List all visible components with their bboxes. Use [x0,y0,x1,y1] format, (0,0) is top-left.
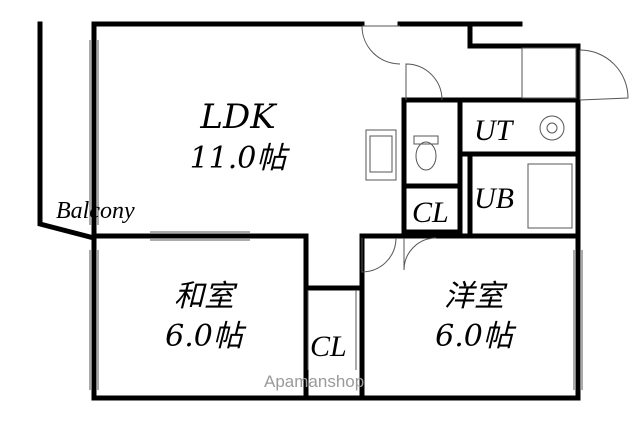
walls [37,21,581,401]
washitsu-size-label: 6.0帖 [165,319,247,354]
toilet-door-swing [405,63,443,101]
watermark-text: Apamanshop [264,372,364,391]
washbasin-drain [546,122,558,134]
yoshitsu-name-label: 洋室 [444,279,508,314]
kitchen-counter [365,129,397,181]
ldk-name-label: LDK [199,97,278,137]
yoshitsu-door-swing [403,237,437,271]
entry-door-swing [361,25,401,65]
fixtures [365,47,577,229]
kitchen-sink [369,135,393,173]
ldk-door-swing [361,237,397,273]
toilet-bowl [415,141,437,171]
toilet-tank [413,135,439,145]
windows [89,40,583,390]
ldk-size-label: 11.0帖 [190,141,291,176]
shoe-storage [521,47,577,99]
balcony-outline [37,21,97,242]
front-door-swing [579,49,629,101]
washbasin [539,115,565,141]
ub-label: UB [474,182,514,215]
cl-upper-label: CL [412,196,449,229]
bathtub [527,163,573,229]
yoshitsu-size-label: 6.0帖 [435,319,517,354]
balcony-label: Balcony [56,198,135,224]
ut-label: UT [474,114,515,147]
closet-door-swing [307,290,357,370]
doors [307,25,629,370]
cl-lower-label: CL [310,330,347,363]
washitsu-name-label: 和室 [174,279,238,314]
